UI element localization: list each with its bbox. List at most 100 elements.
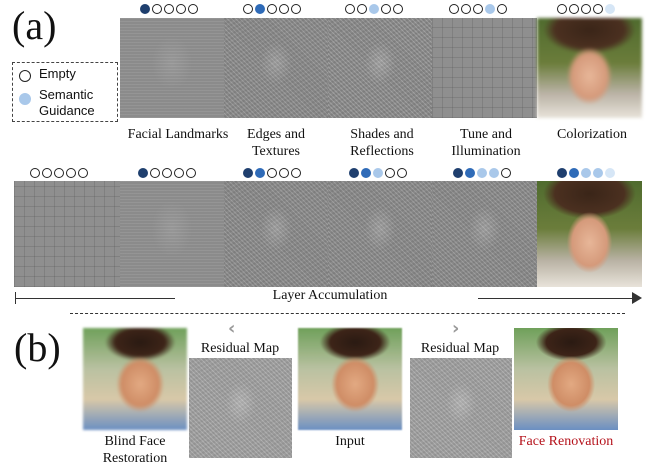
legend-empty-dot (19, 70, 31, 82)
axis-arrow-icon (632, 292, 642, 304)
state-dot (345, 4, 355, 14)
legend-empty-label: Empty (39, 66, 76, 81)
top-dots-3 (345, 4, 403, 14)
state-dot (465, 168, 475, 178)
top-dots-1 (140, 4, 198, 14)
state-dot (243, 4, 253, 14)
state-dot (349, 168, 359, 178)
caption-edges-textures: Edges and Textures (247, 127, 305, 159)
state-dot (569, 168, 579, 178)
state-dot (449, 4, 459, 14)
top-dots-2 (243, 4, 301, 14)
state-dot (461, 4, 471, 14)
state-dot (291, 168, 301, 178)
caption-residual-right: Residual Map (420, 341, 500, 356)
state-dot (453, 168, 463, 178)
mid-dots-3 (243, 168, 301, 178)
state-dot (243, 168, 253, 178)
state-dot (54, 168, 64, 178)
state-dot (176, 4, 186, 14)
state-dot (393, 4, 403, 14)
axis-line-left (15, 298, 175, 299)
section-separator (70, 313, 625, 314)
accum-image-1 (14, 181, 120, 287)
state-dot (477, 168, 487, 178)
mid-dots-6 (557, 168, 615, 178)
mid-dots-5 (453, 168, 511, 178)
state-dot (164, 4, 174, 14)
state-dot (138, 168, 148, 178)
state-dot (30, 168, 40, 178)
state-dot (385, 168, 395, 178)
state-dot (152, 4, 162, 14)
caption-blind-restoration: Blind Face Restoration (102, 434, 168, 466)
state-dot (485, 4, 495, 14)
state-dot (569, 4, 579, 14)
state-dot (369, 4, 379, 14)
state-dot (557, 168, 567, 178)
mid-dots-4 (349, 168, 407, 178)
state-dot (373, 168, 383, 178)
state-dot (279, 4, 289, 14)
layer-image-edges-textures (224, 18, 328, 118)
chevron-left-icon: ‹ (228, 318, 236, 339)
state-dot (397, 168, 407, 178)
caption-colorization: Colorization (557, 127, 627, 142)
accum-image-final (537, 181, 642, 287)
state-dot (581, 168, 591, 178)
state-dot (162, 168, 172, 178)
state-dot (361, 168, 371, 178)
state-dot (186, 168, 196, 178)
caption-face-renovation: Face Renovation (518, 434, 614, 449)
state-dot (593, 168, 603, 178)
state-dot (605, 4, 615, 14)
layer-image-colorization (537, 18, 642, 118)
residual-map-right (410, 358, 512, 458)
layer-image-facial-landmarks (120, 18, 224, 118)
state-dot (255, 4, 265, 14)
state-dot (267, 168, 277, 178)
caption-residual-left: Residual Map (200, 341, 280, 356)
top-dots-4 (449, 4, 507, 14)
caption-facial-landmarks: Facial Landmarks (127, 127, 229, 142)
caption-tune-illumination: Tune and Illumination (451, 127, 521, 159)
state-dot (188, 4, 198, 14)
panel-label-b: (b) (14, 325, 61, 370)
layer-image-tune-illumination (432, 18, 537, 118)
legend-box: Empty Semantic Guidance (12, 62, 118, 122)
caption-shades-reflections: Shades and Reflections (350, 127, 414, 159)
panel-label-a: (a) (12, 3, 57, 48)
state-dot (381, 4, 391, 14)
face-renovation-image (514, 328, 618, 430)
state-dot (291, 4, 301, 14)
residual-map-left (189, 358, 292, 458)
blind-restoration-image (83, 328, 187, 430)
state-dot (255, 168, 265, 178)
state-dot (357, 4, 367, 14)
state-dot (501, 168, 511, 178)
layer-image-shades-reflections (328, 18, 432, 118)
input-image (298, 328, 402, 430)
state-dot (279, 168, 289, 178)
state-dot (605, 168, 615, 178)
axis-line-right (478, 298, 633, 299)
state-dot (593, 4, 603, 14)
state-dot (174, 168, 184, 178)
top-dots-5 (557, 4, 615, 14)
accum-image-3 (224, 181, 328, 287)
state-dot (267, 4, 277, 14)
mid-dots-2 (138, 168, 196, 178)
state-dot (42, 168, 52, 178)
state-dot (581, 4, 591, 14)
state-dot (78, 168, 88, 178)
state-dot (557, 4, 567, 14)
legend-semantic-dot (19, 93, 31, 105)
state-dot (140, 4, 150, 14)
mid-dots-1 (30, 168, 88, 178)
state-dot (66, 168, 76, 178)
layer-accumulation-label: Layer Accumulation (272, 288, 388, 303)
state-dot (150, 168, 160, 178)
state-dot (489, 168, 499, 178)
state-dot (473, 4, 483, 14)
chevron-right-icon: › (452, 318, 460, 339)
